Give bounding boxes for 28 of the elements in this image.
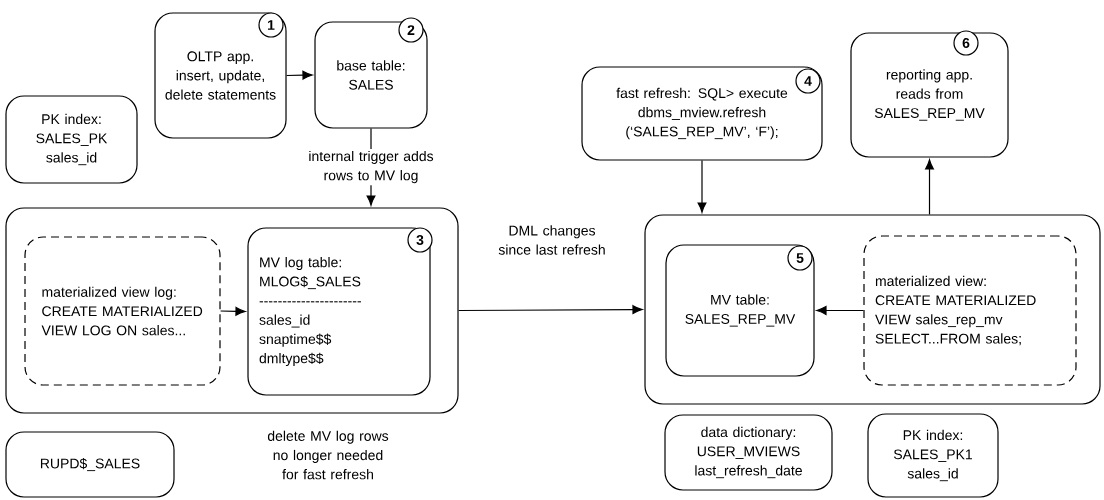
- process-box: data dictionary: USER_MVIEWS last_refresh_date: [664, 414, 833, 491]
- edge-label: internal trigger adds rows to MV log: [294, 148, 448, 186]
- container-box: [5, 207, 459, 414]
- callout-number: 5: [787, 245, 813, 271]
- arrow: [697, 160, 707, 213]
- callout-number: 3: [407, 227, 433, 253]
- callout-number: 1: [258, 12, 284, 38]
- process-box: PK index: SALES_PK1 sales_id: [867, 413, 999, 498]
- arrow: [458, 305, 643, 315]
- node-label: sales_id: [259, 314, 310, 328]
- container-box: [644, 214, 1101, 405]
- definition-box: materialized view log: CREATE MATERIALIZED VIEW LOG ON sales...: [24, 236, 221, 386]
- note-text: delete MV log rows no longer needed for fast refresh: [267, 430, 389, 480]
- arrow: [286, 70, 313, 80]
- arrow: [925, 159, 934, 215]
- callout-number: 2: [398, 17, 424, 43]
- process-box: RUPD$_SALES: [5, 431, 175, 498]
- node-label: snaptime$$: [259, 333, 332, 347]
- node-label: dmltype$$: [259, 352, 324, 367]
- arrow: [220, 306, 246, 316]
- callout-number: 6: [953, 30, 979, 56]
- node-label: ----------------------: [259, 301, 361, 303]
- callout-number: 4: [795, 68, 821, 94]
- definition-box: materialized view: CREATE MATERIALIZED VIEW sales_rep_mv SELECT...FROM sales;: [863, 235, 1077, 386]
- node-label: MV log table: MLOG$_SALES: [260, 257, 361, 290]
- process-box: PK index: SALES_PK sales_id: [5, 95, 138, 184]
- arrow: [816, 306, 864, 315]
- edge-label: DML changes since last refresh: [490, 223, 614, 257]
